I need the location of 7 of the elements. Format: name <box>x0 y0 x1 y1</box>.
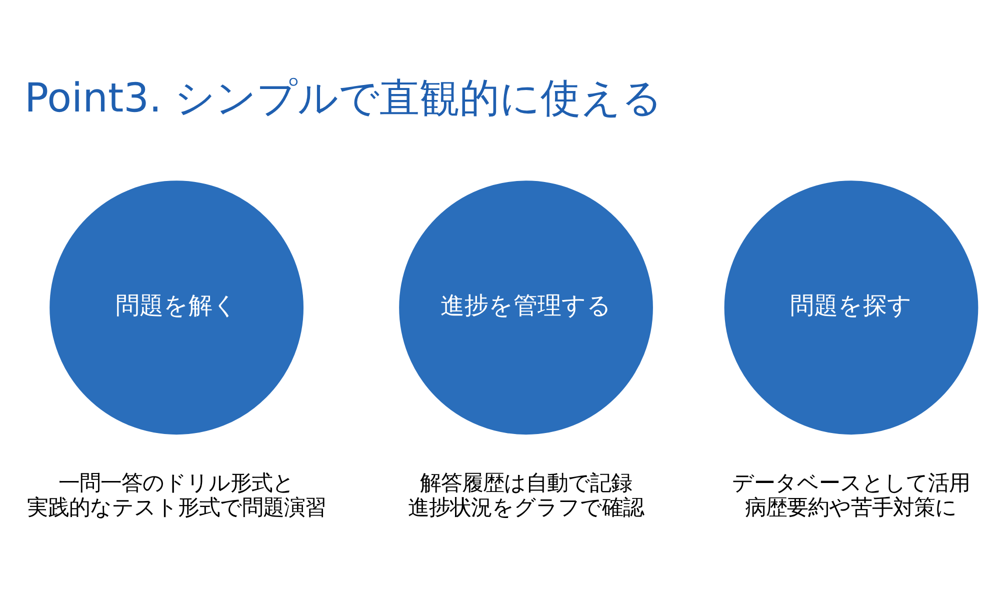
node-label: 実践的なテスト形式で問題演習 <box>27 494 326 520</box>
node-label: 解答履歴は自動で記録 <box>420 470 632 496</box>
node-label: データベースとして活用 <box>732 470 970 496</box>
node-label: 一問一答のドリル形式と <box>58 470 295 496</box>
node-label: 進捗状況をグラフで確認 <box>408 494 644 520</box>
diagram-title: Point3. シンプルで直観的に使える <box>24 74 662 121</box>
node-label: 病歴要約や苦手対策に <box>745 494 958 520</box>
